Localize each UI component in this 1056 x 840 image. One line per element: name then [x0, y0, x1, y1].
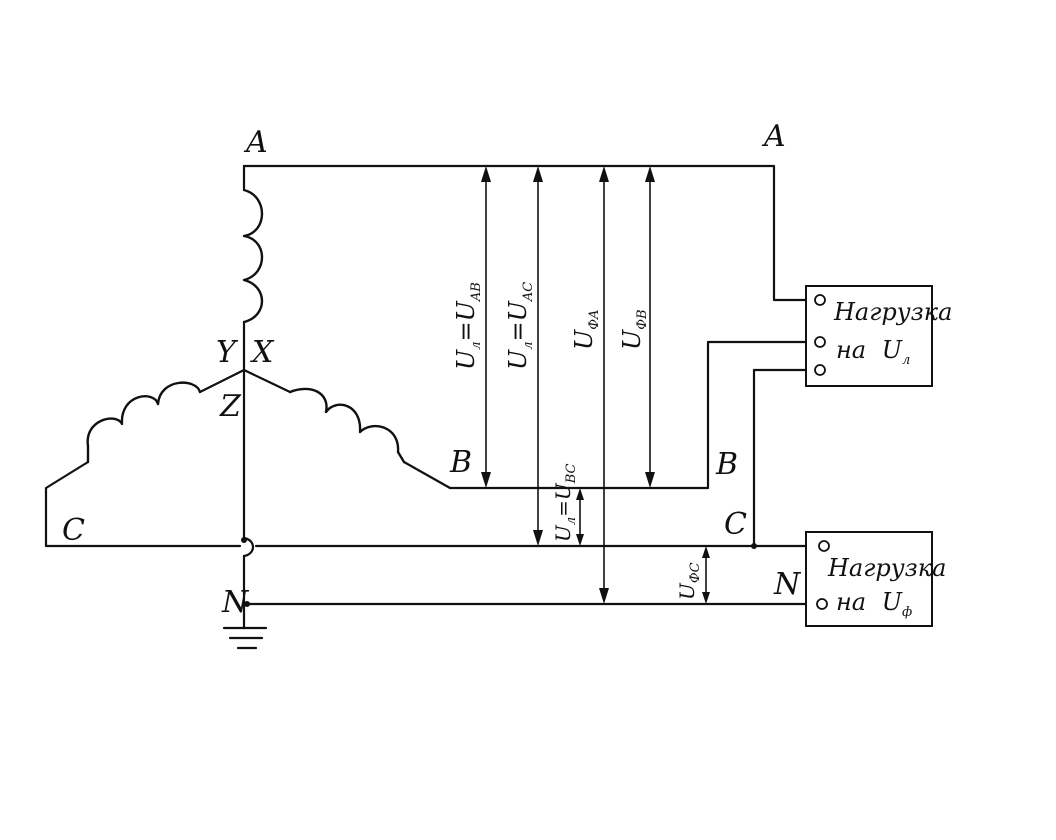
line-load-box: Нагрузка на Uл	[805, 285, 952, 387]
label-terminal-n-gen: N	[221, 585, 250, 620]
label-u-fa: UФA	[570, 310, 602, 350]
phase-load-terminal-n	[816, 598, 828, 610]
voltage-arrow-u-fa	[599, 166, 609, 604]
label-terminal-c-line: C	[724, 507, 747, 542]
label-terminal-n-line: N	[773, 567, 802, 602]
phase-load-title: Нагрузка	[827, 554, 946, 582]
line-load-subtitle: на Uл	[836, 336, 910, 368]
neutral-conductor	[241, 368, 255, 630]
winding-b	[242, 368, 452, 490]
label-star-z: Z	[219, 389, 242, 424]
phase-load-box: Нагрузка на Uф	[805, 531, 946, 627]
label-terminal-b-gen: B	[449, 445, 472, 480]
label-star-x: X	[250, 335, 275, 370]
phase-load-terminal-c	[818, 540, 830, 552]
label-u-ab: Uл=UAB	[452, 282, 484, 370]
line-load-terminal-a	[814, 294, 826, 306]
label-terminal-a-line: A	[761, 119, 786, 154]
label-terminal-a-gen: A	[243, 125, 268, 160]
ground-icon	[222, 626, 268, 650]
voltage-arrow-u-bc	[576, 488, 584, 546]
voltage-arrow-u-ac	[533, 166, 543, 546]
line-c-branch	[752, 368, 820, 548]
line-b	[448, 340, 820, 490]
phase-load-subtitle: на Uф	[836, 588, 912, 620]
voltage-arrow-u-ab	[481, 166, 491, 488]
label-u-fb: UФB	[618, 309, 650, 350]
label-u-ac: Uл=UAC	[504, 282, 536, 370]
label-u-bc: Uл=UBC	[551, 463, 579, 542]
line-load-terminal-c	[814, 364, 826, 376]
label-u-fc: UФC	[675, 562, 703, 600]
voltage-arrow-u-fc	[702, 546, 710, 604]
label-terminal-c-gen: C	[62, 513, 85, 548]
line-load-title: Нагрузка	[833, 298, 952, 326]
line-a	[242, 164, 820, 302]
voltage-arrow-u-fb	[645, 166, 655, 488]
line-load-terminal-b	[814, 336, 826, 348]
label-terminal-b-line: B	[715, 447, 738, 482]
winding-c	[44, 368, 246, 548]
label-star-y: Y	[216, 335, 239, 370]
winding-a	[242, 164, 264, 372]
